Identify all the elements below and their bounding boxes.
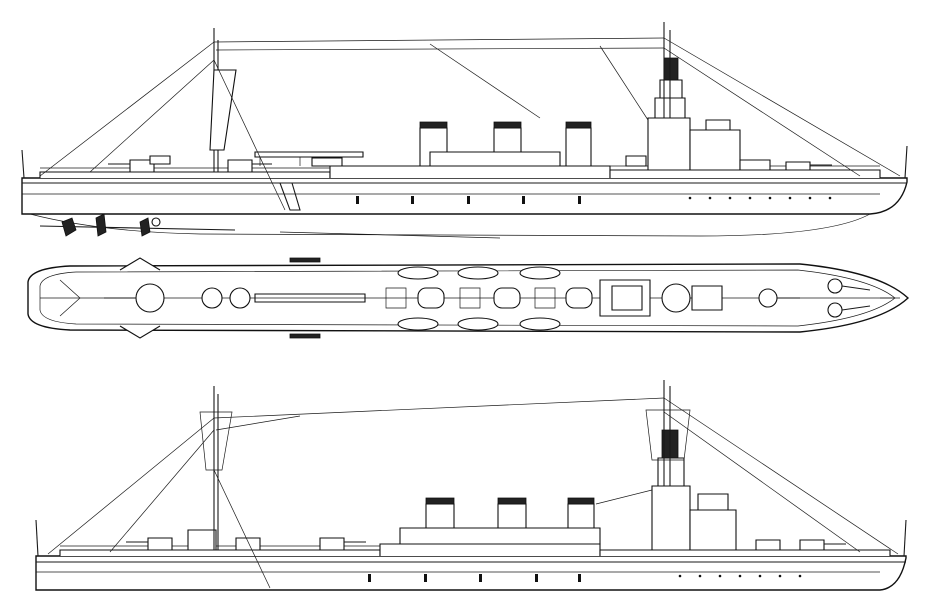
upper-hull bbox=[22, 178, 907, 214]
lower-aft-guns bbox=[126, 530, 366, 550]
plan-view bbox=[28, 258, 908, 338]
upper-profile-view bbox=[22, 22, 907, 238]
plan-funnels bbox=[386, 288, 592, 308]
plan-forward-guns bbox=[759, 279, 870, 317]
upper-masts bbox=[210, 22, 670, 172]
lower-masts bbox=[200, 380, 690, 550]
upper-portholes bbox=[356, 196, 832, 204]
lower-profile-view bbox=[36, 380, 906, 590]
upper-aft-guns bbox=[108, 156, 272, 172]
lower-funnels bbox=[400, 498, 600, 544]
plan-boats bbox=[398, 267, 560, 330]
lower-rigging bbox=[48, 398, 898, 588]
lower-portholes bbox=[368, 574, 802, 582]
plan-aft-guns bbox=[104, 284, 250, 312]
upper-bridge bbox=[648, 58, 770, 170]
plan-bridge bbox=[600, 280, 722, 316]
upper-rigging bbox=[40, 38, 900, 210]
propeller-and-rudder bbox=[40, 214, 235, 236]
upper-catapult-platform bbox=[255, 152, 363, 166]
lower-bridge bbox=[652, 430, 846, 550]
lower-hull bbox=[36, 556, 906, 590]
upper-funnels bbox=[420, 122, 591, 166]
